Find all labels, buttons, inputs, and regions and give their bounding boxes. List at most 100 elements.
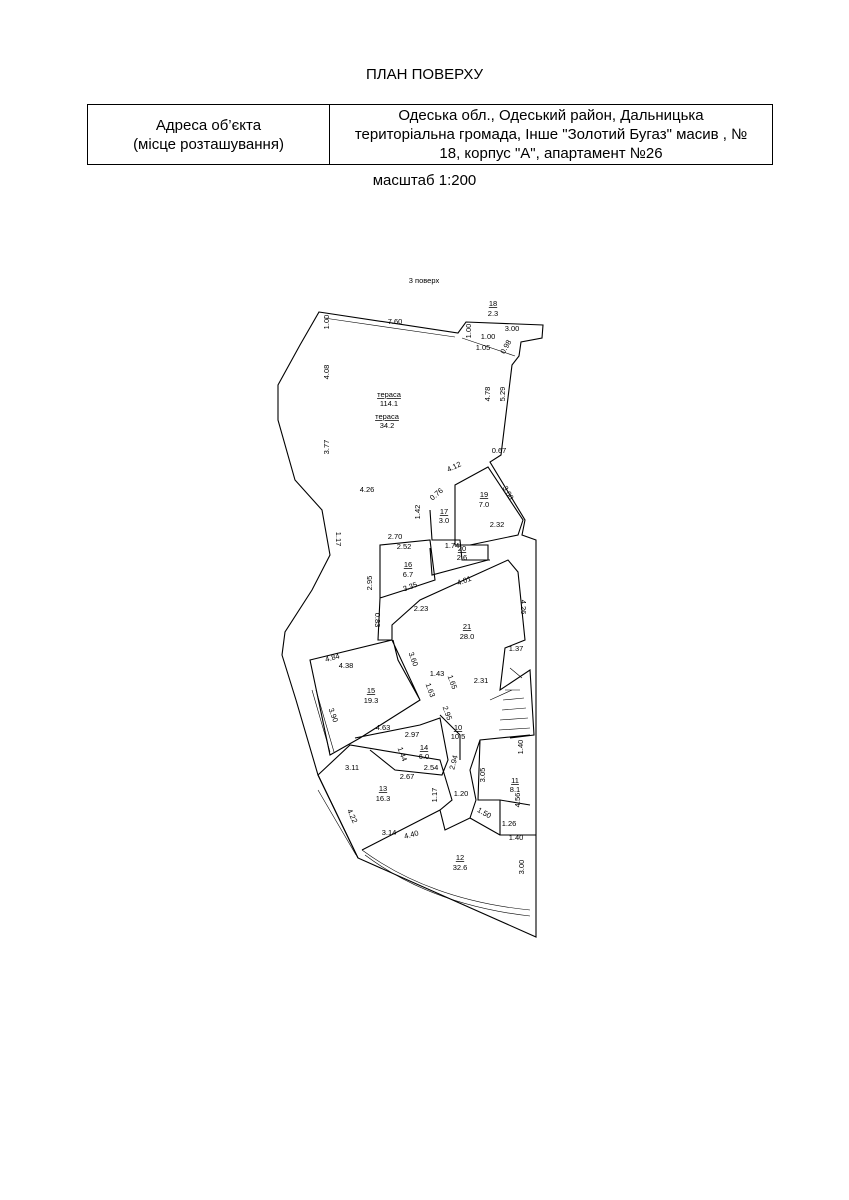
dimension-label: 3.05 (478, 768, 487, 783)
dimension-label: 1.65 (446, 674, 459, 691)
dimension-label: 4.56 (513, 793, 522, 808)
room-area: 19.3 (364, 696, 379, 705)
dimension-label: 4.22 (345, 807, 359, 824)
room-number: 11 (511, 776, 519, 785)
address-label-line: (місце розташування) (133, 135, 284, 153)
dimension-label: 4.01 (456, 574, 473, 587)
dimension-label: 0.76 (428, 486, 445, 502)
floor-label: 3 поверх (409, 276, 440, 285)
room-area: 10.5 (451, 732, 466, 741)
dimension-label: 1.37 (509, 644, 524, 653)
dimension-label: 1.00 (464, 324, 473, 339)
address-value-line: 18, корпус "А", апартамент №26 (439, 145, 663, 162)
room-area: 114.1 (380, 399, 398, 408)
dimension-label: 2.67 (400, 772, 415, 781)
dimension-label: 2.32 (490, 520, 505, 529)
dimension-label: 2.94 (447, 754, 459, 770)
room-number: 16 (404, 560, 412, 569)
room-number: 12 (456, 853, 464, 862)
dimension-label: 4.84 (324, 651, 340, 663)
room-area: 8.1 (510, 785, 520, 794)
dimension-label: 1.40 (516, 740, 525, 755)
dimension-label: 2.95 (441, 705, 454, 722)
dimension-label: 3.00 (501, 484, 516, 501)
stair-rail (317, 789, 357, 856)
room-number: 21 (463, 622, 471, 631)
dimension-label: 0.83 (373, 613, 382, 628)
dimension-label: 0.98 (498, 338, 513, 355)
room-number: 19 (480, 490, 488, 499)
room-area: 32.6 (453, 863, 468, 872)
room-area: 6.7 (403, 570, 413, 579)
dimension-label: 2.23 (414, 604, 429, 613)
dimension-label: 4.26 (519, 600, 528, 615)
dimension-label: 3.14 (382, 828, 397, 837)
room-area: 3.0 (439, 516, 449, 525)
dimension-label: 3.00 (517, 860, 526, 875)
dimension-label: 1.05 (476, 343, 491, 352)
dimension-label: 2.31 (474, 676, 489, 685)
room-number: 17 (440, 507, 448, 516)
dimension-label: 1.44 (396, 746, 409, 763)
dimension-label: 4.26 (360, 485, 375, 494)
dimension-label: 4.08 (322, 365, 331, 380)
dimension-label: 1.00 (481, 332, 496, 341)
room-area: 2.3 (488, 309, 498, 318)
dimension-label: 4.38 (339, 661, 354, 670)
room-number: тераса (377, 390, 402, 399)
address-label-line: Адреса об’єкта (155, 116, 262, 134)
plan-outline (277, 311, 544, 938)
room-number: 18 (489, 299, 497, 308)
left-window (311, 689, 335, 753)
dimension-label: 2.70 (388, 532, 403, 541)
room-number: 15 (367, 686, 375, 695)
dimension-label: 3.60 (407, 651, 420, 668)
dimension-label: 1.17 (430, 788, 439, 803)
dimension-label: 4.12 (445, 460, 462, 474)
interior-walls (309, 466, 536, 859)
terrace-inner-line (323, 317, 516, 357)
dimension-label: 2.52 (397, 542, 412, 551)
room-number: 20 (458, 544, 466, 553)
room-number: 10 (454, 723, 462, 732)
dimension-label: 1.17 (334, 532, 343, 547)
dimension-label: 1.00 (322, 315, 331, 330)
room-number: 14 (420, 743, 428, 752)
dimension-label: 1.43 (430, 669, 445, 678)
dimension-label: 1.40 (509, 833, 524, 842)
dimension-label: 1.63 (424, 682, 437, 699)
dimension-label: 3.11 (345, 763, 359, 772)
address-table: Адреса об’єкта (місце розташування) Одес… (87, 104, 773, 165)
dimension-label: 4.63 (376, 723, 391, 732)
dimension-label: 2.97 (405, 730, 420, 739)
room-number: 13 (379, 784, 387, 793)
dimension-label: 3.77 (322, 440, 331, 455)
stair (489, 667, 531, 731)
dimension-label: 4.78 (483, 387, 492, 402)
dimension-label: 0.67 (492, 446, 507, 455)
room-area: 2.6 (457, 553, 467, 562)
dimension-label: 1.20 (454, 789, 469, 798)
address-value-line: територіальна громада, Інше "Золотий Буг… (354, 126, 748, 143)
room-area: 28.0 (460, 632, 475, 641)
scale-label: масштаб 1:200 (372, 172, 477, 189)
address-value-cell: Одеська обл., Одеський район, Дальницька… (329, 104, 773, 165)
room-area: 34.2 (380, 421, 395, 430)
address-value-line: Одеська обл., Одеський район, Дальницька (398, 107, 704, 124)
bay-window (361, 849, 531, 917)
address-label-cell: Адреса об’єкта (місце розташування) (87, 104, 330, 165)
dimension-label: 3.00 (505, 324, 520, 333)
dimension-label: 3.90 (327, 707, 340, 724)
page-title: ПЛАН ПОВЕРХУ (366, 66, 483, 83)
dimension-label: 2.54 (424, 763, 439, 772)
dimension-label: 1.26 (502, 819, 517, 828)
dimension-label: 2.95 (365, 576, 374, 591)
room-area: 7.0 (479, 500, 489, 509)
dimension-label: 1.42 (413, 505, 422, 520)
room-area: 16.3 (376, 794, 391, 803)
dimension-label: 7.60 (388, 317, 403, 326)
room-area: 6.0 (419, 752, 429, 761)
dimension-label: 5.29 (498, 387, 507, 402)
room-number: тераса (375, 412, 400, 421)
